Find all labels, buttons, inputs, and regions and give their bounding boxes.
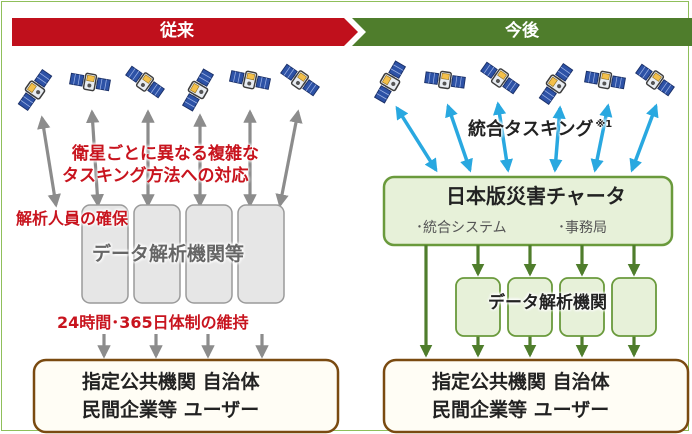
institution-column <box>611 277 657 337</box>
satellite-icon <box>583 67 627 93</box>
header-left: 従来 <box>160 21 194 41</box>
analyst-column <box>81 204 129 304</box>
charter-item-system: ･統合システム <box>416 220 507 236</box>
users-box-left <box>32 358 340 434</box>
institution-column <box>507 277 553 337</box>
satellite-icon <box>228 67 272 93</box>
operation-label: 24時間･365日体制の維持 <box>57 313 249 332</box>
institution-column <box>455 277 501 337</box>
satellite-icon <box>68 69 112 95</box>
grey-arrow <box>37 115 61 208</box>
institution-column <box>559 277 605 337</box>
users-left-line1: 指定公共機関 自治体 <box>82 371 260 393</box>
integrated-tasking-label: 統合タスキング※1 <box>468 120 612 139</box>
satellite-icon <box>15 67 55 113</box>
charter-item-secretariat: ･事務局 <box>558 220 607 236</box>
tasking-note: ※1 <box>595 119 613 130</box>
blue-arrow <box>395 105 438 173</box>
blue-arrow <box>445 103 473 173</box>
tasking-issue-line1: 衛星ごとに異なる複雑な <box>72 144 259 164</box>
charter-title: 日本版災害チャータ <box>446 184 626 208</box>
satellite-icon <box>179 66 217 114</box>
users-box-right <box>382 358 690 434</box>
grey-arrow <box>85 109 105 208</box>
staff-label: 解析人員の確保 <box>16 209 129 228</box>
analyst-column <box>185 204 233 304</box>
users-right-line1: 指定公共機関 自治体 <box>432 371 610 393</box>
satellite-icon <box>278 61 322 99</box>
header-ribbon-left <box>12 18 358 46</box>
blue-arrow <box>629 103 659 173</box>
integrated-tasking-text: 統合タスキング <box>468 119 594 140</box>
analysis-center-label-left: データ解析機関等 <box>92 243 245 265</box>
satellite-icon <box>478 59 522 97</box>
analyst-column <box>133 204 181 304</box>
tasking-issue-line2: タスキング方法への対応 <box>62 166 249 186</box>
blue-arrow <box>590 103 613 173</box>
satellite-icon <box>536 61 576 107</box>
analysis-center-label-right: データ解析機関 <box>488 293 607 313</box>
users-right-line2: 民間企業等 ユーザー <box>432 399 610 421</box>
grey-arrow <box>275 109 303 208</box>
header-ribbon-right <box>352 18 692 46</box>
satellite-icon <box>423 68 467 92</box>
blue-arrow <box>493 101 513 173</box>
header-right: 今後 <box>505 21 539 41</box>
satellite-icon <box>123 63 167 101</box>
users-left-line2: 民間企業等 ユーザー <box>82 399 260 421</box>
analyst-column <box>237 204 285 304</box>
satellite-icon <box>371 58 409 106</box>
blue-arrow <box>549 105 566 173</box>
charter-box <box>382 175 674 247</box>
satellite-icon <box>633 61 677 99</box>
